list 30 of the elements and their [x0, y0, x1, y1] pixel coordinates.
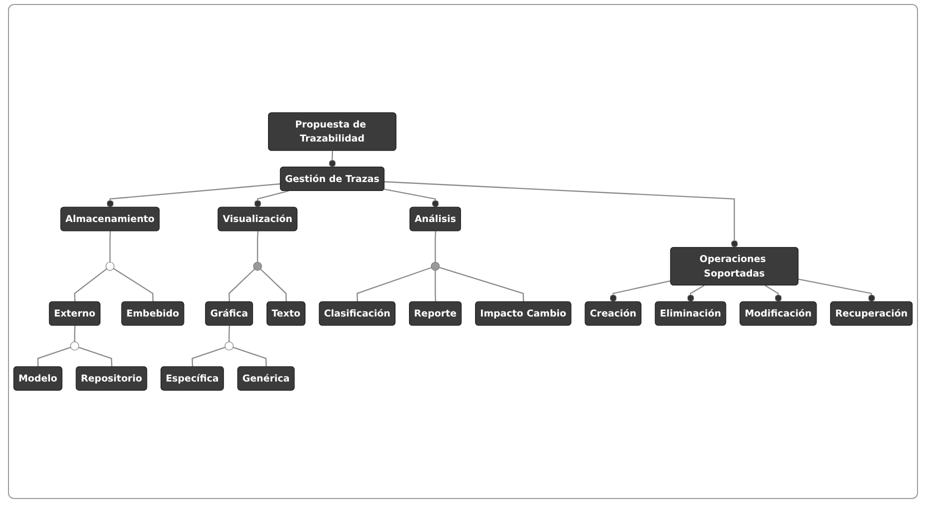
connector [439, 266, 524, 302]
connector [764, 284, 782, 302]
connector [78, 346, 112, 367]
connector [232, 346, 267, 367]
connector [356, 267, 432, 302]
connector [228, 268, 255, 302]
connector [610, 280, 671, 302]
node-circle [253, 262, 262, 271]
connector [798, 278, 876, 302]
connector [37, 346, 71, 367]
connector [434, 231, 436, 262]
node-circle [224, 342, 234, 350]
connector [328, 150, 336, 168]
connector [74, 326, 76, 342]
connector [192, 346, 226, 367]
connector [74, 268, 108, 302]
connector [434, 270, 436, 302]
connector [254, 190, 289, 208]
connector [260, 268, 287, 302]
connector [687, 284, 704, 302]
node-circle [70, 342, 80, 350]
connector [109, 231, 111, 262]
node-circle [106, 262, 114, 271]
connector [228, 326, 230, 342]
connector [384, 188, 440, 208]
connector [106, 183, 281, 208]
connector [384, 181, 738, 248]
connector [256, 231, 258, 262]
node-circle [430, 262, 440, 271]
connector [113, 268, 154, 302]
